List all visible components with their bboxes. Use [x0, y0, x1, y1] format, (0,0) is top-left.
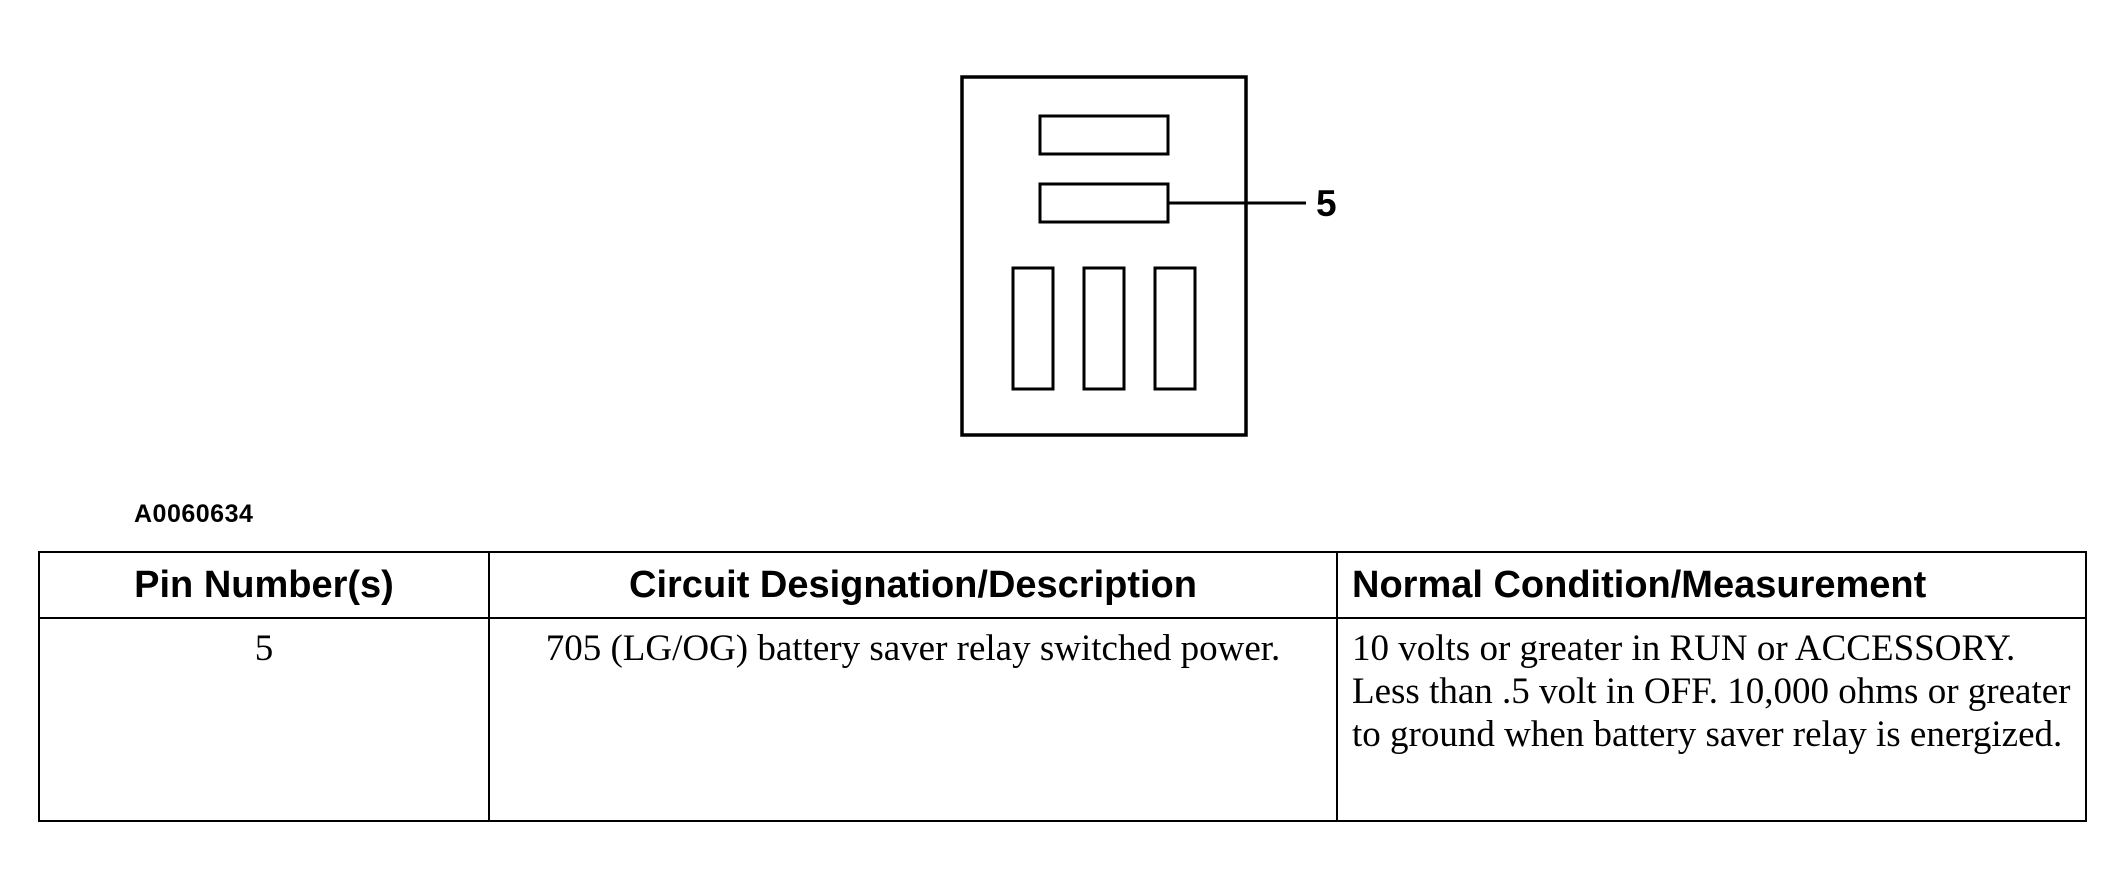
connector-slot-pin-5 [1038, 182, 1170, 224]
connector-slot-vertical-middle [1082, 266, 1126, 391]
connector-body [960, 75, 1248, 437]
header-pin-numbers: Pin Number(s) [38, 551, 490, 619]
callout-label-pin-5: 5 [1316, 183, 1337, 224]
pin-table: Pin Number(s) Circuit Designation/Descri… [38, 551, 2087, 822]
cell-pin-number: 5 [38, 617, 490, 822]
connector-slot-vertical-right [1153, 266, 1197, 391]
connector-slot-vertical-left [1011, 266, 1055, 391]
header-circuit-designation: Circuit Designation/Description [488, 551, 1338, 619]
figure-id: A0060634 [134, 500, 254, 528]
connector-slot-top [1038, 114, 1170, 156]
cell-circuit-description: 705 (LG/OG) battery saver relay switched… [488, 617, 1338, 822]
header-normal-condition: Normal Condition/Measurement [1336, 551, 2087, 619]
table-header-row: Pin Number(s) Circuit Designation/Descri… [38, 551, 2087, 619]
table-row: 5 705 (LG/OG) battery saver relay switch… [38, 617, 2087, 822]
connector-diagram: 5 [960, 75, 1337, 437]
cell-normal-condition: 10 volts or greater in RUN or ACCESSORY.… [1336, 617, 2087, 822]
